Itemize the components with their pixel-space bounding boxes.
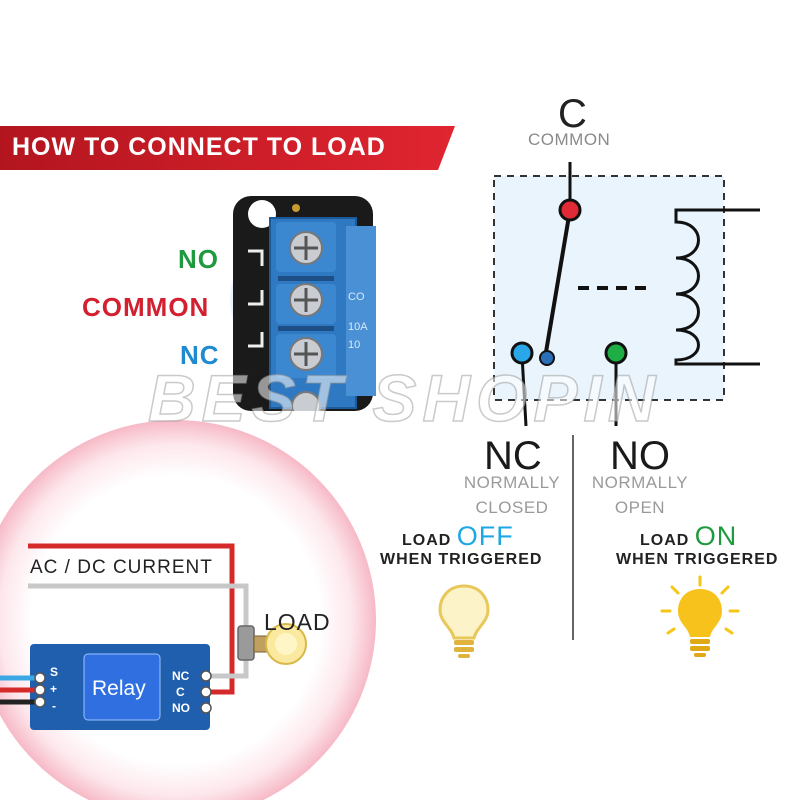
title-banner [0, 126, 455, 170]
pin-s: S [50, 665, 59, 679]
no-contact [604, 341, 628, 365]
bulb-off-icon [438, 584, 490, 658]
terminal-label-no: NO [178, 244, 219, 274]
svg-text:10: 10 [348, 339, 360, 351]
pin-nc: NC [172, 669, 190, 683]
pin-plus: + [50, 682, 58, 696]
load-on-prefix: LOAD [640, 532, 690, 549]
nc-description: NORMALLY CLOSED [463, 473, 561, 517]
load-off-prefix: LOAD [402, 532, 452, 549]
terminal-label-nc: NC [180, 340, 220, 370]
pin-minus: - [52, 699, 56, 713]
wiring-diagram [0, 543, 307, 730]
terminal-block-photo: CO 10A 10 [233, 196, 376, 411]
load-off-when: WHEN TRIGGERED [380, 551, 543, 568]
common-sublabel: COMMON [528, 130, 611, 149]
svg-text:CO: CO [348, 291, 365, 303]
nc-big-label: NC [484, 434, 542, 478]
svg-text:10A: 10A [348, 321, 368, 333]
load-label: LOAD [264, 609, 331, 635]
banner-title: HOW TO CONNECT TO LOAD [12, 133, 386, 161]
load-on-state: ON [694, 521, 738, 551]
watermark: BEST SHOPIN [147, 360, 662, 436]
load-on-line: LOAD ON [640, 521, 737, 552]
load-off-state: OFF [456, 521, 514, 551]
pin-c: C [176, 685, 185, 699]
bulb-on-icon [660, 575, 740, 657]
common-letter: C [558, 92, 587, 136]
no-description: NORMALLY OPEN [591, 473, 689, 517]
current-label: AC / DC CURRENT [30, 557, 213, 578]
no-big-label: NO [610, 434, 670, 478]
load-off-line: LOAD OFF [402, 521, 514, 552]
terminal-label-common: COMMON [82, 292, 210, 322]
load-on-when: WHEN TRIGGERED [616, 551, 779, 568]
relay-label: Relay [92, 677, 146, 700]
common-contact [558, 198, 582, 222]
nc-contact [510, 341, 534, 365]
relay-schematic [493, 162, 760, 640]
pin-no: NO [172, 701, 190, 715]
